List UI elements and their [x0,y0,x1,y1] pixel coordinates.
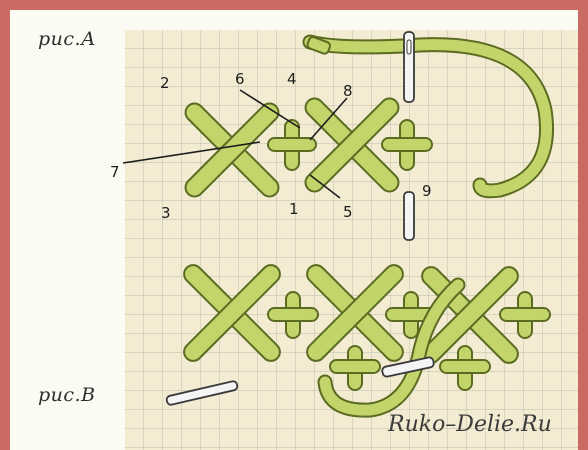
canvas-panel: 2 6 4 8 7 3 1 5 9 [10,10,578,450]
step-number: 4 [287,70,297,88]
step-number: 1 [289,200,299,218]
step-number: 2 [160,74,170,92]
needle-a-bottom [404,192,414,240]
step-number: 9 [422,182,432,200]
step-number: 5 [343,203,353,221]
step-number: 8 [343,82,353,100]
needle-a-top [404,32,414,102]
figure-a-label: рис.А [38,28,96,50]
step-number: 6 [235,70,245,88]
step-number: 3 [161,204,171,222]
figure-b-label: рис.В [38,384,96,406]
step-number: 7 [110,163,120,181]
watermark: Ruko–Delie.Ru [388,412,552,437]
